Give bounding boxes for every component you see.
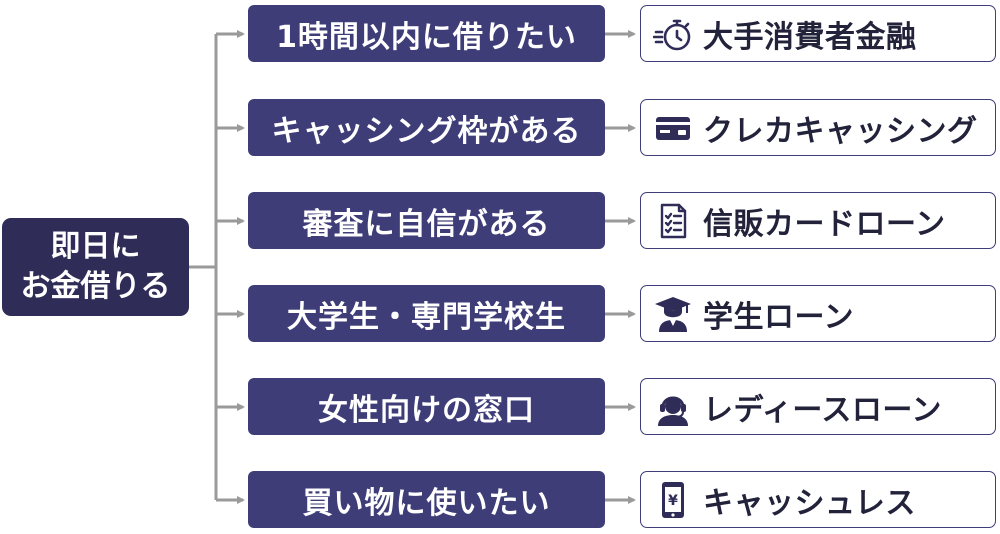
condition-label: 1時間以内に借りたい <box>276 19 577 55</box>
root-label-line1: 即日に <box>50 229 141 264</box>
condition-label: 審査に自信がある <box>302 206 551 242</box>
condition-node: キャッシング枠がある <box>248 99 605 156</box>
condition-label: 買い物に使いたい <box>302 485 551 521</box>
root-label-line2: お金借りる <box>20 269 171 304</box>
result-node: 大手消費者金融 <box>640 5 996 62</box>
result-label: レディースローン <box>703 392 942 428</box>
condition-node: 女性向けの窓口 <box>248 378 605 435</box>
condition-label: 女性向けの窓口 <box>318 392 535 428</box>
result-label: キャッシュレス <box>703 485 916 521</box>
result-label: クレカキャッシング <box>703 113 978 149</box>
graduate-icon <box>651 292 695 336</box>
condition-node: 買い物に使いたい <box>248 471 605 528</box>
condition-node: 審査に自信がある <box>248 192 605 249</box>
result-label: 大手消費者金融 <box>703 19 917 55</box>
result-node: 信販カードローン <box>640 192 996 249</box>
stopwatch-icon <box>651 12 695 56</box>
result-label: 学生ローン <box>703 299 854 335</box>
condition-node: 1時間以内に借りたい <box>248 5 605 62</box>
result-node: ¥ キャッシュレス <box>640 471 996 528</box>
headset-operator-icon <box>651 385 695 429</box>
credit-card-icon <box>651 106 695 150</box>
condition-node: 大学生・専門学校生 <box>248 285 605 342</box>
checklist-document-icon <box>651 199 695 243</box>
svg-text:¥: ¥ <box>668 493 678 509</box>
condition-label: キャッシング枠がある <box>271 113 582 149</box>
result-node: 学生ローン <box>640 285 996 342</box>
smartphone-yen-icon: ¥ <box>651 478 695 522</box>
result-label: 信販カードローン <box>703 206 946 242</box>
condition-label: 大学生・専門学校生 <box>287 299 566 335</box>
root-node: 即日に お金借りる <box>2 218 189 316</box>
result-node: レディースローン <box>640 378 996 435</box>
result-node: クレカキャッシング <box>640 99 996 156</box>
